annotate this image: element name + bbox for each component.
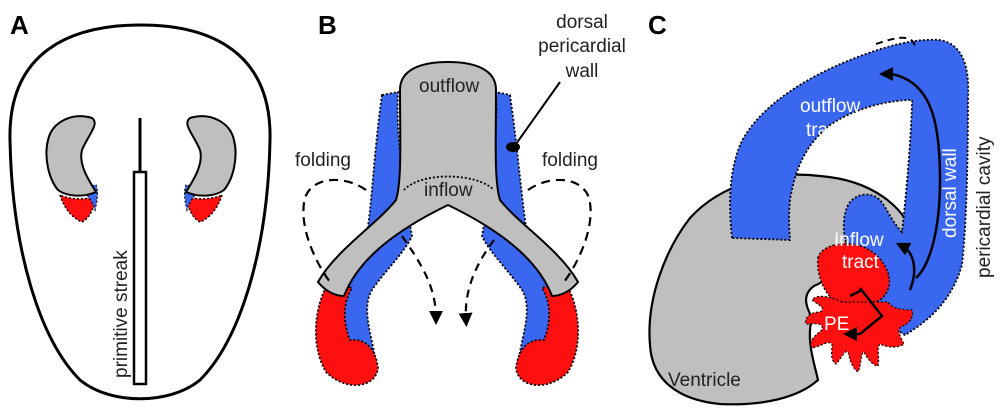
folding-left-loop: [302, 178, 367, 283]
panel-b-letter: B: [318, 10, 337, 40]
heart-tube-gray: [316, 60, 580, 298]
panel-a-letter: A: [10, 10, 29, 40]
left-crescent-gray: [45, 115, 98, 197]
left-limb-red: [314, 278, 379, 387]
primitive-streak: [132, 170, 148, 386]
primitive-streak-label: primitive streak: [111, 250, 132, 378]
dorsal-pointer-line: [515, 81, 561, 145]
outflow-label-b: outflow: [419, 76, 479, 97]
panel-a: A primitive streak: [8, 10, 272, 401]
pericardial-cavity-label: pericardial cavity: [974, 136, 995, 278]
outflow-tract-label-line1: outflow: [800, 96, 860, 117]
panel-c: C Ventricle outflow tract Inflow tract P…: [648, 10, 995, 406]
inflow-boundary: [403, 175, 495, 191]
pe-arrow: [843, 287, 884, 341]
fold-arrow-right: [458, 239, 495, 327]
dorsal-wall-arrow-up: [879, 67, 942, 279]
panel-b: B outflow inflow dorsal pericardial wall…: [295, 10, 626, 387]
inflow-label-b: inflow: [424, 180, 473, 201]
left-crescent-red: [58, 193, 97, 223]
right-crescent-red: [185, 193, 224, 223]
inflow-tract-label-line2: tract: [842, 252, 880, 273]
folding-right-label: folding: [542, 150, 598, 171]
panel-c-letter: C: [648, 10, 667, 40]
inflow-tract-red: [817, 242, 891, 306]
dorsal-wall-label: dorsal wall: [940, 148, 961, 238]
pe-arrow-tick: [849, 288, 863, 298]
folding-right-loop: [527, 178, 592, 283]
ventricle-label: Ventricle: [668, 370, 741, 391]
inflow-arrow: [895, 242, 916, 291]
left-heart-field: [45, 115, 98, 223]
outflow-tract-label-line2: tract: [806, 120, 844, 141]
pericardial-dashed-arc: [875, 36, 917, 49]
right-limb-red: [515, 278, 580, 387]
inflow-tract-label-line1: Inflow: [834, 230, 884, 251]
dorsal-label-line1: dorsal: [556, 12, 608, 33]
pe-label: PE: [824, 314, 849, 335]
right-crescent-gray: [184, 115, 237, 197]
dorsal-label-line2: pericardial: [538, 36, 626, 57]
dorsal-label-line3: wall: [565, 61, 599, 82]
dorsal-pointer-dot: [506, 142, 520, 152]
fold-arrow-left: [401, 235, 443, 325]
right-heart-field: [184, 115, 237, 223]
folding-left-label: folding: [295, 150, 351, 171]
